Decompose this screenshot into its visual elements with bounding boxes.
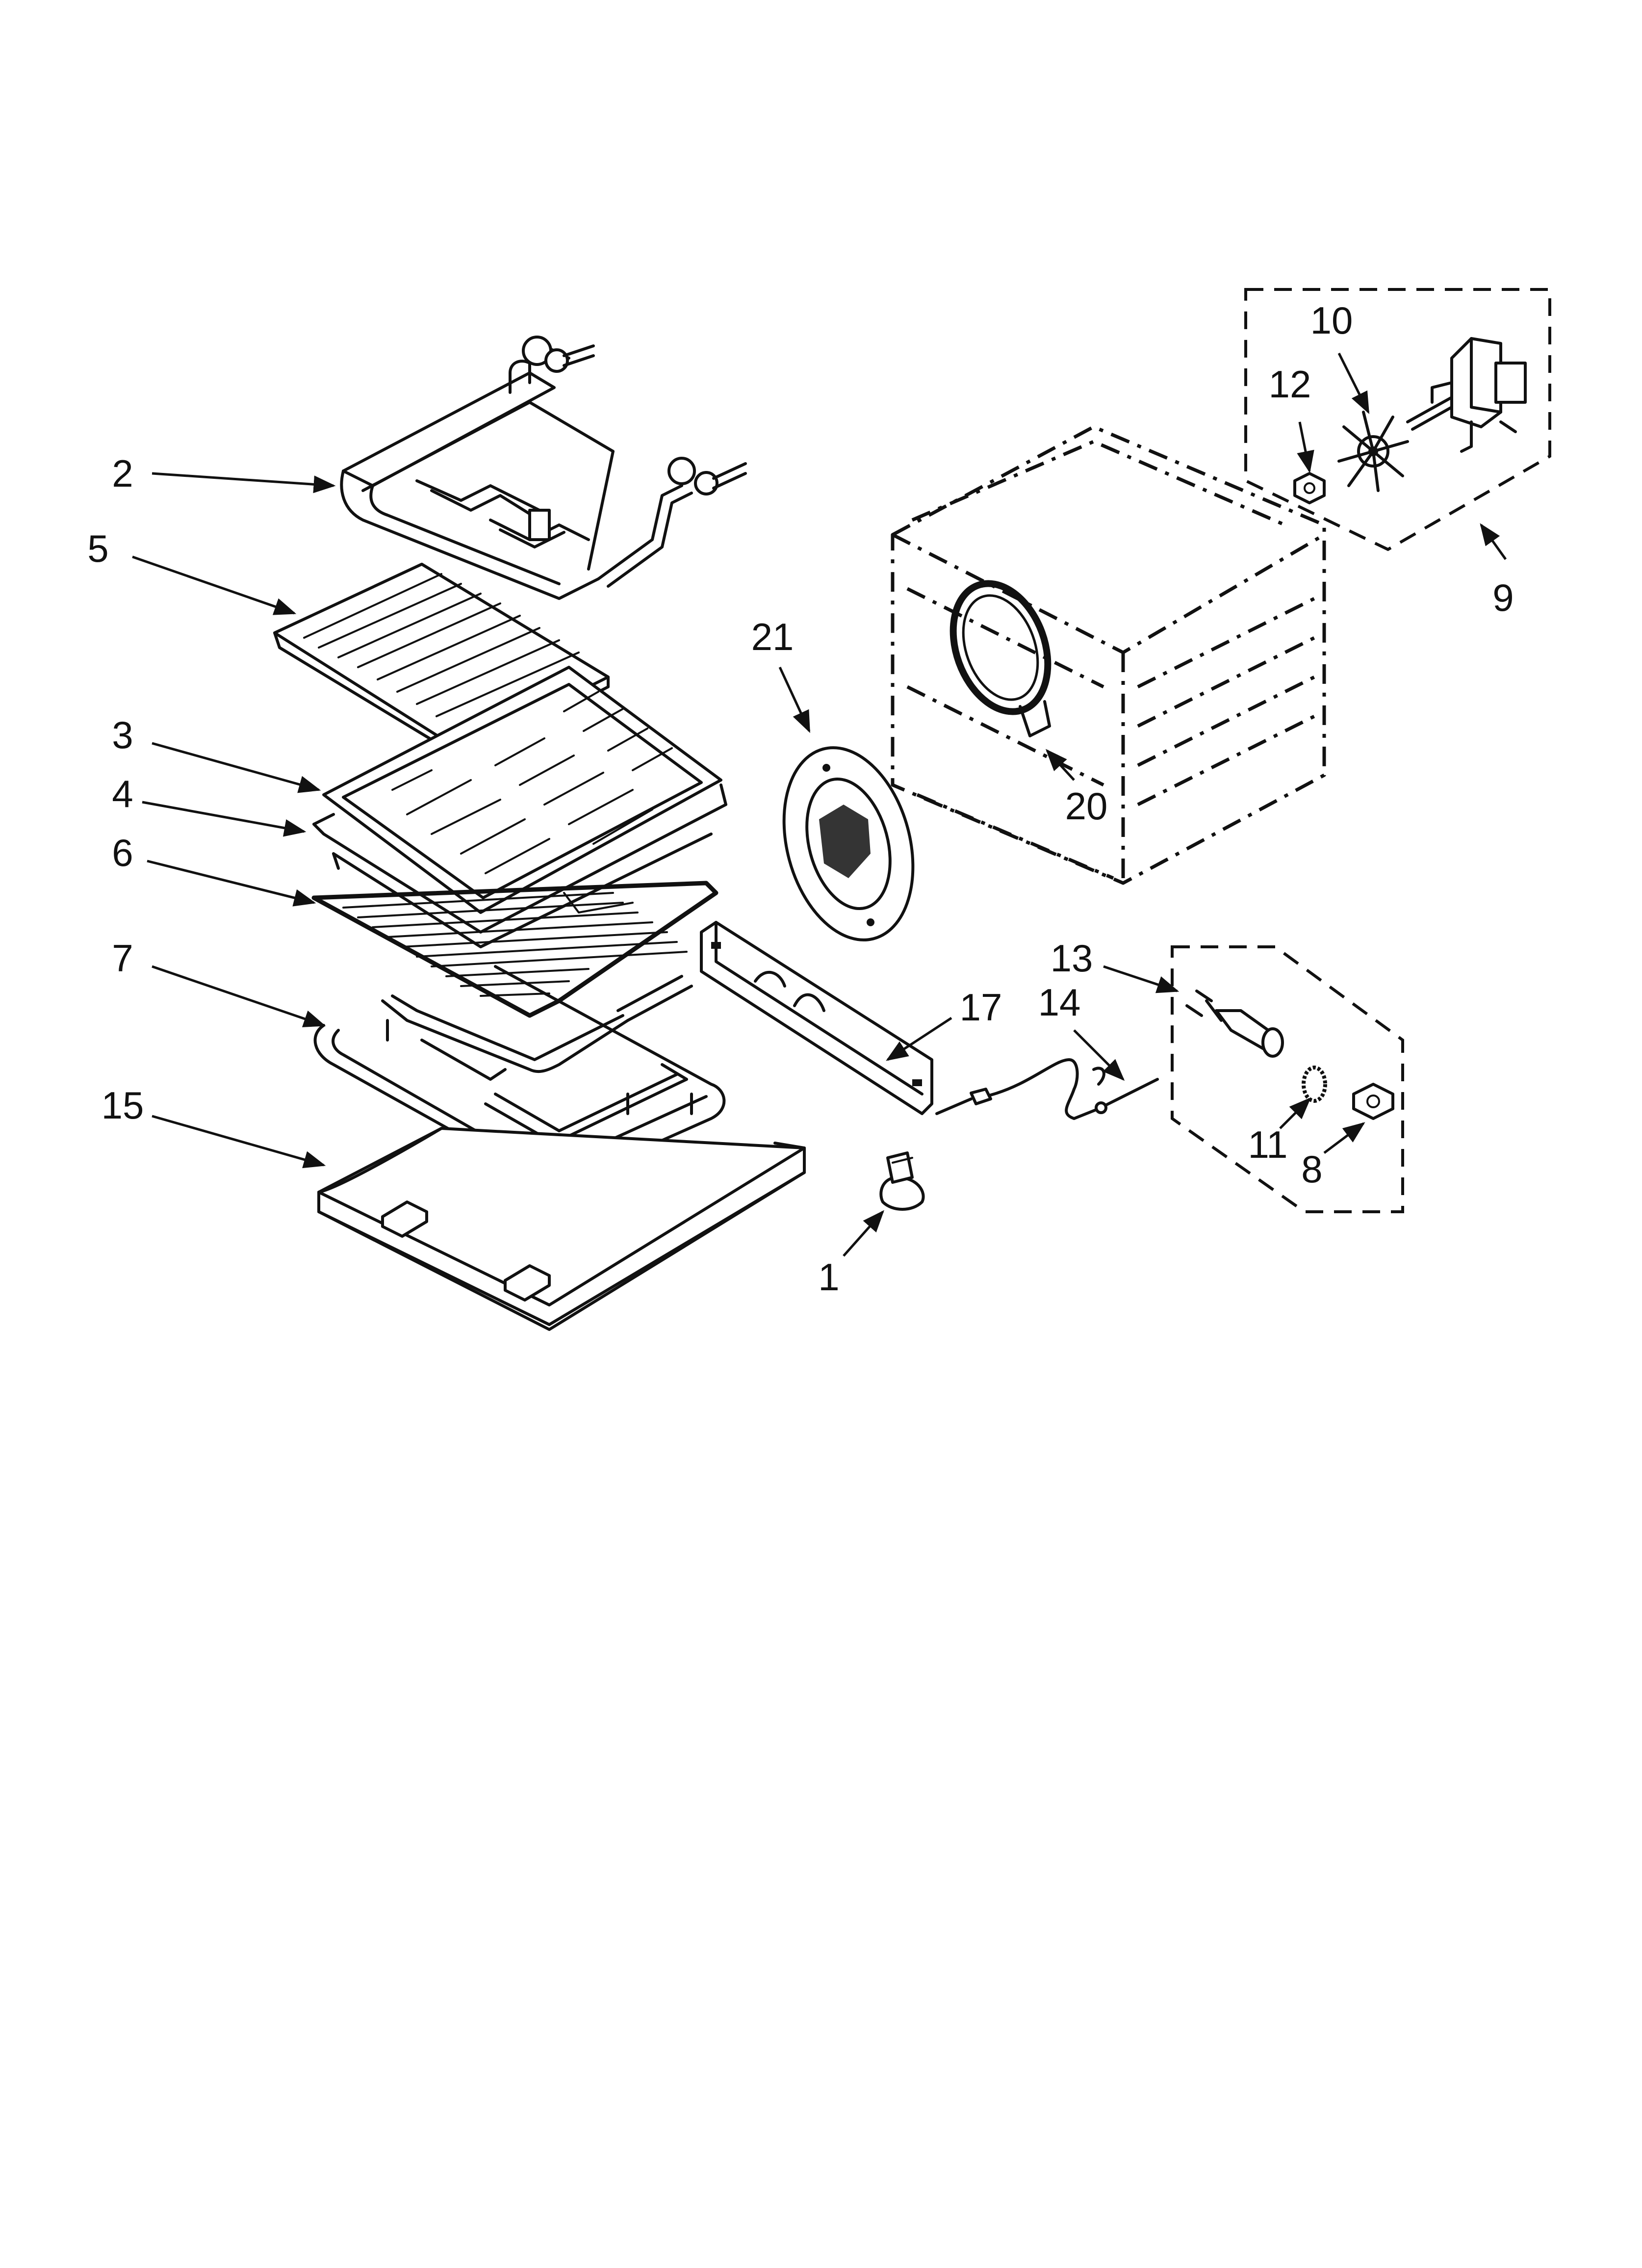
- leader-12: [1297, 421, 1314, 473]
- leader-17: [886, 1017, 952, 1061]
- oven-cavity-part: [891, 425, 1326, 885]
- leader-lines: [132, 352, 1507, 1257]
- leader-15: [152, 1115, 326, 1169]
- leader-8: [1323, 1122, 1365, 1154]
- leader-6: [147, 860, 316, 907]
- part-number-9: 9: [1492, 576, 1514, 619]
- oven-rack-part: [311, 881, 718, 1018]
- leader-11: [1279, 1097, 1311, 1129]
- part-number-20: 20: [1065, 784, 1108, 828]
- fan-motor-assembly-box: [1244, 288, 1551, 551]
- part-number-11: 11: [1248, 1123, 1288, 1166]
- bottom-panel-part: [317, 1127, 806, 1331]
- leader-3: [152, 742, 321, 793]
- leader-14: [1073, 1029, 1125, 1081]
- part-labels: 2 5 3 4 6 7 15 21 20 17 13 14 1 11 8 10 …: [87, 299, 1514, 1299]
- leader-4: [142, 801, 307, 837]
- fan-cover-part: [782, 746, 915, 941]
- part-number-21: 21: [751, 615, 794, 658]
- part-number-10: 10: [1310, 299, 1353, 342]
- part-number-4: 4: [112, 772, 133, 815]
- bake-element-part: [313, 965, 726, 1186]
- part-number-2: 2: [112, 452, 133, 495]
- leader-1: [843, 1210, 884, 1257]
- part-number-3: 3: [112, 713, 133, 756]
- broil-pan-grid-part: [322, 666, 722, 914]
- leader-9: [1480, 523, 1507, 560]
- leader-21: [778, 666, 811, 733]
- leader-7: [152, 965, 326, 1027]
- part-number-13: 13: [1051, 937, 1093, 980]
- part-number-7: 7: [112, 937, 133, 980]
- part-number-17: 17: [960, 986, 1002, 1029]
- part-number-5: 5: [87, 527, 108, 570]
- leader-2: [152, 472, 336, 494]
- sensor-assembly-box: [1171, 945, 1404, 1213]
- part-number-15: 15: [102, 1084, 144, 1127]
- part-number-12: 12: [1269, 363, 1311, 406]
- part-number-6: 6: [112, 831, 133, 874]
- side-bracket-part: [700, 921, 933, 1115]
- leader-13: [1103, 965, 1180, 993]
- part-number-14: 14: [1038, 981, 1081, 1024]
- leader-10: [1337, 352, 1370, 415]
- light-socket-part: [879, 1151, 925, 1211]
- broil-element-part: [340, 336, 747, 600]
- leader-5: [132, 555, 297, 615]
- part-number-8: 8: [1301, 1147, 1322, 1191]
- leader-20: [1045, 749, 1075, 781]
- meat-probe-part: [935, 1058, 1159, 1120]
- part-number-1: 1: [818, 1255, 839, 1299]
